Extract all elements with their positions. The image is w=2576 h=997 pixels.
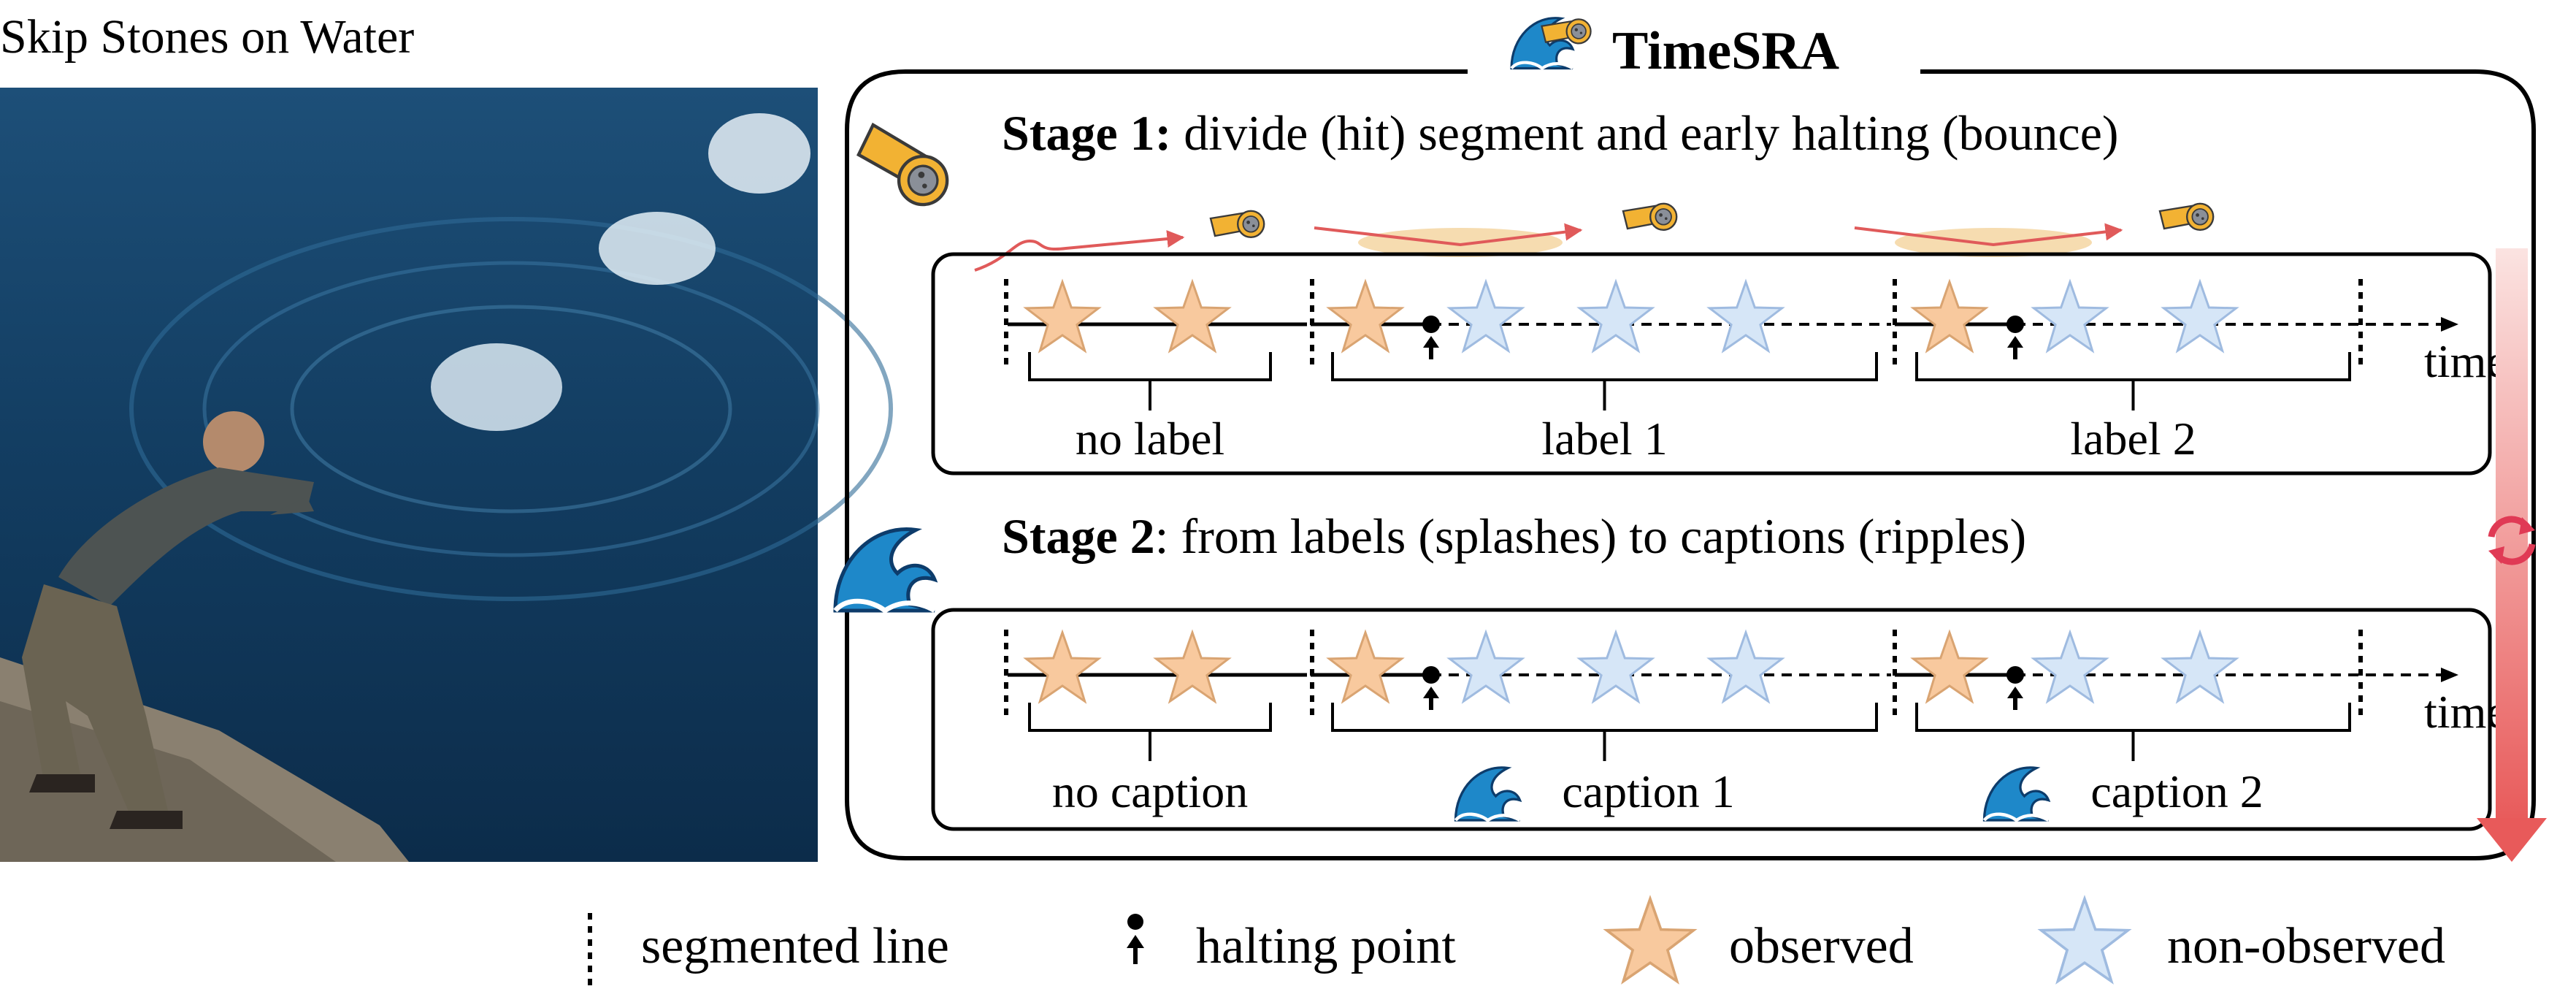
segment-bracket	[1915, 703, 2351, 761]
observed-star	[1328, 280, 1403, 352]
observed-star	[1025, 631, 1100, 703]
non-observed-star	[1579, 280, 1653, 352]
stage1-trajectory	[974, 202, 2215, 272]
observed-star	[1912, 280, 1987, 352]
non-observed-star	[1579, 631, 1653, 703]
halting-point-icon	[1127, 914, 1144, 964]
halting-arrowhead	[2007, 336, 2023, 348]
segment-label: label 1	[1541, 413, 1667, 465]
segment-label: caption 1	[1562, 765, 1734, 817]
stage2-wave-icon	[835, 530, 935, 611]
observed-star	[1025, 280, 1100, 352]
observed-star	[1912, 631, 1987, 703]
segment-bracket	[1028, 703, 1272, 761]
segment-bracket	[1915, 352, 2351, 410]
stage2-title-bold: Stage 2	[1002, 508, 1155, 564]
halting-point	[1422, 666, 1440, 684]
stage1-timeline: no label label 1 label 2 time	[1004, 279, 2507, 465]
stage1-title-bold: Stage 1:	[1002, 105, 1171, 161]
observed-star	[1155, 631, 1230, 703]
observed-star	[1328, 631, 1403, 703]
photo-title: Skip Stones on Water	[0, 10, 414, 64]
legend-segmented-line: segmented line	[641, 918, 949, 974]
non-observed-star-icon	[2039, 897, 2130, 983]
non-observed-star	[1709, 631, 1783, 703]
non-observed-star	[2163, 280, 2237, 352]
non-observed-star	[2033, 631, 2107, 703]
halting-point	[1422, 316, 1440, 333]
non-observed-star	[1709, 280, 1783, 352]
segment-bracket	[1331, 703, 1878, 761]
non-observed-star	[1449, 631, 1523, 703]
stage1-title-rest: divide (hit) segment and early halting (…	[1171, 105, 2118, 161]
stage2-timeline: no caption caption 1 caption 2 time	[1004, 630, 2507, 820]
stage1-box	[931, 252, 2492, 475]
halting-arrowhead	[1423, 687, 1439, 698]
segment-label: no label	[1076, 413, 1224, 465]
man-skipping-stone-photo	[0, 88, 893, 862]
stage2-title-rest: : from labels (splashes) to captions (ri…	[1155, 508, 2027, 564]
time-axis-label: time	[2424, 686, 2507, 738]
time-arrowhead	[2441, 317, 2458, 332]
stage1-title: Stage 1: divide (hit) segment and early …	[1002, 105, 2119, 161]
wave-icon	[1985, 768, 2049, 820]
legend-halting-point: halting point	[1196, 918, 1456, 974]
non-observed-star	[2163, 631, 2237, 703]
halting-point	[2006, 666, 2024, 684]
segment-label: no caption	[1052, 765, 1248, 817]
non-observed-star	[2033, 280, 2107, 352]
segment-label: label 2	[2070, 413, 2196, 465]
halting-arrowhead	[2007, 687, 2023, 698]
halting-arrowhead	[1423, 336, 1439, 348]
segment-bracket	[1028, 352, 1272, 410]
timesra-frame	[845, 69, 2536, 860]
legend: segmented line halting point observed no…	[588, 897, 2445, 990]
loop-arrow	[2477, 248, 2547, 862]
main-title: TimeSRA	[1612, 21, 1839, 81]
time-arrowhead	[2441, 668, 2458, 682]
segment-bracket	[1331, 352, 1878, 410]
non-observed-star	[1449, 280, 1523, 352]
stage2-box	[931, 608, 2492, 831]
legend-non-observed: non-observed	[2167, 918, 2445, 974]
legend-observed: observed	[1729, 918, 1914, 974]
stage1-comet-icon	[851, 115, 957, 215]
stage2-title: Stage 2: from labels (splashes) to capti…	[1002, 508, 2026, 564]
observed-star-icon	[1605, 897, 1695, 983]
time-axis-label: time	[2424, 335, 2507, 387]
refresh-cycle-icon	[2488, 516, 2536, 565]
wave-icon	[1456, 768, 1520, 820]
halting-point	[2006, 316, 2024, 333]
observed-star	[1155, 280, 1230, 352]
segment-label: caption 2	[2090, 765, 2263, 817]
